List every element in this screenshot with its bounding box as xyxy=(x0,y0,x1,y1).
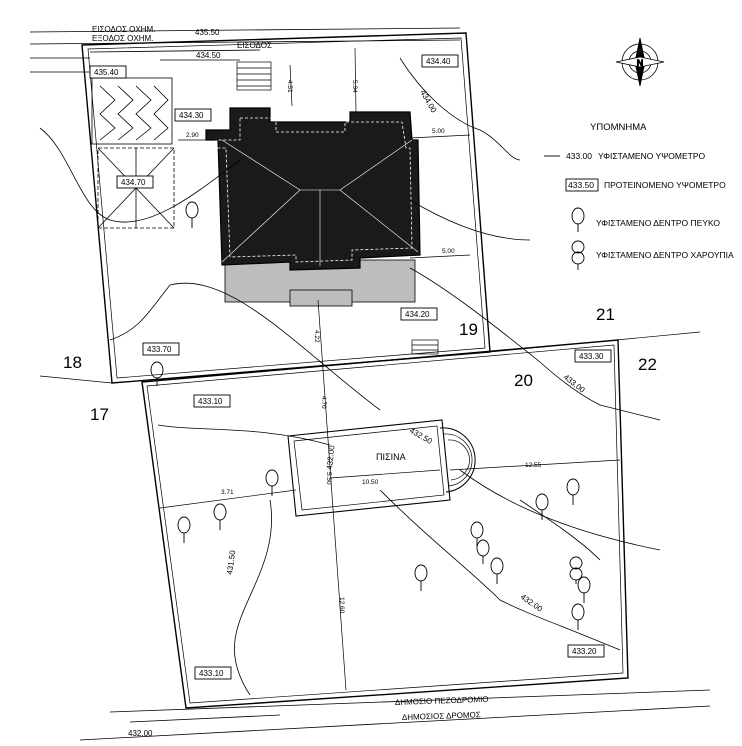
legend-carob-label: ΥΦΙΣΤΑΜΕΝΟ ΔΕΝΤΡΟ ΧΑΡΟΥΠΙΑ xyxy=(596,250,734,260)
dim-4-70: 4.70 xyxy=(320,396,327,409)
dim-5-34: 5.34 xyxy=(351,80,358,93)
pine-tree-icon xyxy=(535,493,549,520)
legend-title: ΥΠΟΜΝΗΜΑ xyxy=(590,122,647,133)
plot-number-22: 22 xyxy=(638,355,657,374)
legend-symbols xyxy=(544,155,599,270)
legend-proposed-box xyxy=(565,178,599,192)
bottom-road xyxy=(79,689,711,741)
level-433-70: 433.70 xyxy=(147,345,172,354)
dimension-lines xyxy=(39,47,701,691)
level-434-70: 434.70 xyxy=(121,178,146,187)
plot-numbers: 17 18 19 20 21 22 xyxy=(63,305,657,424)
carob-tree-icon xyxy=(569,556,583,584)
plot-number-18: 18 xyxy=(63,353,82,372)
sidewalk-label: ΔΗΜΟΣΙΟ ΠΕΖΟΔΡΟΜΙΟ xyxy=(395,695,489,707)
house-roof xyxy=(205,107,421,271)
pine-tree-icon xyxy=(213,503,227,530)
contour-433-00: 433.00 xyxy=(562,372,587,394)
dimension-labels: 4.51 5.34 2.90 5.00 5.00 4.22 4.70 5.50 … xyxy=(186,80,542,614)
pine-tree-icon xyxy=(150,361,164,386)
legend-contour-value: 433.00 xyxy=(566,151,592,161)
pine-tree-icons xyxy=(150,201,591,630)
small-steps xyxy=(411,339,439,355)
carob-tree-icons xyxy=(569,556,583,584)
pine-tree-icon xyxy=(185,201,199,228)
road-labels: ΕΙΣΟΔΟΣ ΟΧΗΜ. ΕΞΟΔΟΣ ΟΧΗΜ. ΕΙΣΟΔΟΣ ΔΗΜΟΣ… xyxy=(92,25,489,722)
dim-12-60: 12.60 xyxy=(338,597,345,614)
pine-tree-icon xyxy=(490,557,504,584)
contour-432-50: 432.50 xyxy=(408,426,434,446)
pine-tree-icon xyxy=(571,207,585,232)
pine-tree-icon xyxy=(265,469,279,496)
level-434-20: 434.20 xyxy=(405,310,430,319)
entrance-stairs xyxy=(236,61,272,91)
entrance-label: ΕΙΣΟΔΟΣ xyxy=(237,41,272,50)
house-paving xyxy=(224,259,416,307)
contour-432-00-bottom: 432.00 xyxy=(128,729,153,738)
level-433-30: 433.30 xyxy=(579,352,604,361)
dim-10-50: 10.50 xyxy=(362,479,379,486)
plot-number-20: 20 xyxy=(514,371,533,390)
pine-tree-icon xyxy=(476,539,490,564)
level-boxes xyxy=(89,54,612,680)
pine-tree-icon xyxy=(566,478,580,505)
dim-4-51: 4.51 xyxy=(286,80,293,93)
pool xyxy=(287,419,476,517)
contour-431-50: 431.50 xyxy=(225,549,237,575)
dim-5-00-top: 5.00 xyxy=(432,128,445,135)
dim-4-22: 4.22 xyxy=(313,330,320,343)
dim-5-00-bottom: 5.00 xyxy=(442,248,455,255)
contour-434-50: 434.50 xyxy=(196,51,221,60)
level-433-20: 433.20 xyxy=(572,647,597,656)
lower-plot-boundary xyxy=(141,339,629,709)
dim-3-71: 3.71 xyxy=(221,489,234,496)
top-access-label-1: ΕΙΣΟΔΟΣ ΟΧΗΜ. xyxy=(92,25,155,34)
legend-proposed-label: ΠΡΟΤΕΙΝΟΜΕΝΟ ΥΨΟΜΕΤΡΟ xyxy=(604,180,726,190)
level-435-40: 435.40 xyxy=(94,68,119,77)
contour-435-50: 435.50 xyxy=(195,28,220,37)
contour-lines xyxy=(39,57,661,696)
pine-tree-icon xyxy=(414,564,428,591)
garage xyxy=(91,77,175,229)
dim-12-55: 12.55 xyxy=(525,462,542,469)
level-434-30: 434.30 xyxy=(179,111,204,120)
pine-tree-icon xyxy=(177,516,191,543)
pine-tree-icon xyxy=(571,603,585,630)
legend-pine-label: ΥΦΙΣΤΑΜΕΝΟ ΔΕΝΤΡΟ ΠΕΥΚΟ xyxy=(596,218,720,228)
plot-number-19: 19 xyxy=(459,320,478,339)
plot-number-17: 17 xyxy=(90,405,109,424)
dim-2-90: 2.90 xyxy=(186,132,199,139)
pine-tree-icon xyxy=(577,576,591,603)
top-access-label-2: ΕΞΟΔΟΣ ΟΧΗΜ. xyxy=(92,34,153,43)
contour-432-00-center: 432.00 xyxy=(325,444,337,470)
pool-label: ΠΙΣΙΝΑ xyxy=(376,452,406,462)
carob-tree-icon xyxy=(571,240,585,270)
svg-text:N: N xyxy=(637,58,644,68)
boxed-level-labels: 435.40 434.40 434.30 434.70 434.20 433.7… xyxy=(94,57,604,678)
top-road xyxy=(29,27,461,73)
dim-5-50: 5.50 xyxy=(325,472,332,485)
road-label: ΔΗΜΟΣΙΟΣ ΔΡΟΜΟΣ xyxy=(402,710,481,722)
pine-tree-icon xyxy=(470,521,484,546)
legend: ΥΠΟΜΝΗΜΑ 433.00 ΥΦΙΣΤΑΜΕΝΟ ΥΨΟΜΕΤΡΟ 433.… xyxy=(566,122,734,260)
level-433-10-top: 433.10 xyxy=(198,397,223,406)
legend-contour-label: ΥΦΙΣΤΑΜΕΝΟ ΥΨΟΜΕΤΡΟ xyxy=(598,151,706,161)
plot-number-21: 21 xyxy=(596,305,615,324)
level-434-40: 434.40 xyxy=(426,57,451,66)
legend-proposed-value: 433.50 xyxy=(568,180,594,190)
level-433-10-bottom: 433.10 xyxy=(199,669,224,678)
north-arrow-icon: N xyxy=(615,37,665,87)
